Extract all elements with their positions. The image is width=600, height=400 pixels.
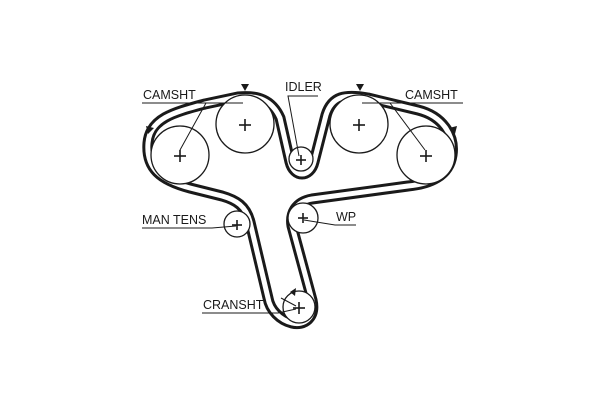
pulley-idler — [288, 146, 314, 172]
label-idler: IDLER — [285, 80, 322, 94]
timing-mark-arrow — [449, 126, 457, 134]
timing-mark-arrow — [356, 84, 364, 91]
pulley-water-pump — [287, 202, 319, 234]
timing-mark-arrow — [290, 288, 296, 296]
pulley-crankshaft — [282, 290, 316, 324]
timing-mark-arrow — [146, 126, 154, 134]
timing-mark-arrow — [241, 84, 249, 91]
label-camshaft-left: CAMSHT — [143, 88, 196, 102]
label-manual-tensioner: MAN TENS — [142, 213, 206, 227]
pulley-manual-tensioner — [223, 210, 251, 238]
pulley-camshaft-left-outer — [150, 125, 210, 185]
label-crankshaft: CRANSHT — [203, 298, 264, 312]
pulley-camshaft-right-inner — [329, 94, 389, 154]
pulley-camshaft-right-outer — [396, 125, 456, 185]
pulley-camshaft-left-inner — [215, 94, 275, 154]
leader-lines — [142, 95, 463, 314]
label-camshaft-right: CAMSHT — [405, 88, 458, 102]
label-water-pump: WP — [336, 210, 356, 224]
